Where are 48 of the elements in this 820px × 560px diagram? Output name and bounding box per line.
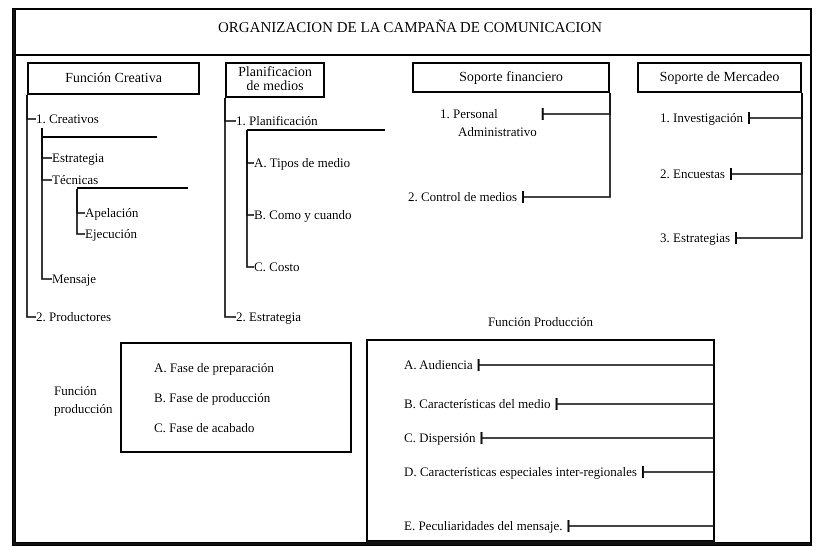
item-label: D. Características especiales inter-regionales	[404, 464, 637, 479]
item-label: E. Peculiaridades del mensaje.	[404, 518, 562, 533]
category-box	[225, 62, 325, 98]
tree-connector	[76, 189, 85, 235]
item-label: Estrategia	[52, 150, 104, 165]
bar-connector	[522, 93, 611, 204]
item-label: Técnicas	[52, 172, 98, 187]
category-box	[27, 62, 200, 95]
bar-connector	[480, 431, 713, 445]
bar-connector	[478, 358, 713, 372]
item-label: B. Como y cuando	[254, 207, 352, 222]
diagram-title: ORGANIZACION DE LA CAMPAÑA DE COMUNICACION	[218, 20, 602, 36]
category-box	[412, 62, 610, 93]
item-label: Mensaje	[52, 271, 96, 286]
phase-item: B. Fase de producción	[154, 388, 270, 406]
item-label: 1. Creativos	[36, 111, 99, 126]
phase-item: A. Fase de preparación	[154, 358, 274, 376]
item-label: 1. Investigación	[660, 110, 744, 125]
item-label: 1. Personal Administrativo	[440, 106, 537, 139]
tree-connector	[224, 98, 236, 318]
box-heading: Planificacion de medios	[237, 66, 313, 94]
tree-connector	[41, 128, 52, 280]
item-label: Ejecución	[85, 226, 137, 241]
item-label: 2. Encuestas	[660, 166, 725, 181]
box-heading: Función Producción	[486, 313, 594, 331]
bar-connector	[735, 93, 803, 245]
item-label: Apelación	[85, 205, 138, 220]
bar-connector	[556, 397, 713, 411]
phase-item: C. Fase de acabado	[154, 418, 254, 436]
bar-connector	[567, 519, 713, 533]
item-label: 2. Control de medios	[408, 189, 518, 204]
tree-connector	[26, 95, 36, 318]
item-label: 1. Planificación	[236, 113, 318, 128]
item-label: 2. Productores	[36, 309, 112, 324]
item-label: 2. Estrategia	[236, 309, 301, 324]
item-label: B. Características del medio	[404, 396, 551, 411]
category-box	[637, 62, 802, 93]
item-label: C. Dispersión	[404, 430, 476, 445]
tree-connector	[246, 130, 254, 268]
item-label: A. Tipos de medio	[254, 155, 350, 170]
side-label: Función producción	[54, 382, 114, 418]
item-label: A. Audiencia	[404, 357, 473, 372]
bar-connector	[642, 465, 713, 479]
item-label: 3. Estrategias	[660, 230, 730, 245]
box-heading: Soporte financiero	[459, 68, 563, 86]
box-heading: Función Creativa	[65, 70, 162, 88]
box-heading: Soporte de Mercadeo	[660, 68, 780, 86]
item-label: C. Costo	[254, 259, 300, 274]
